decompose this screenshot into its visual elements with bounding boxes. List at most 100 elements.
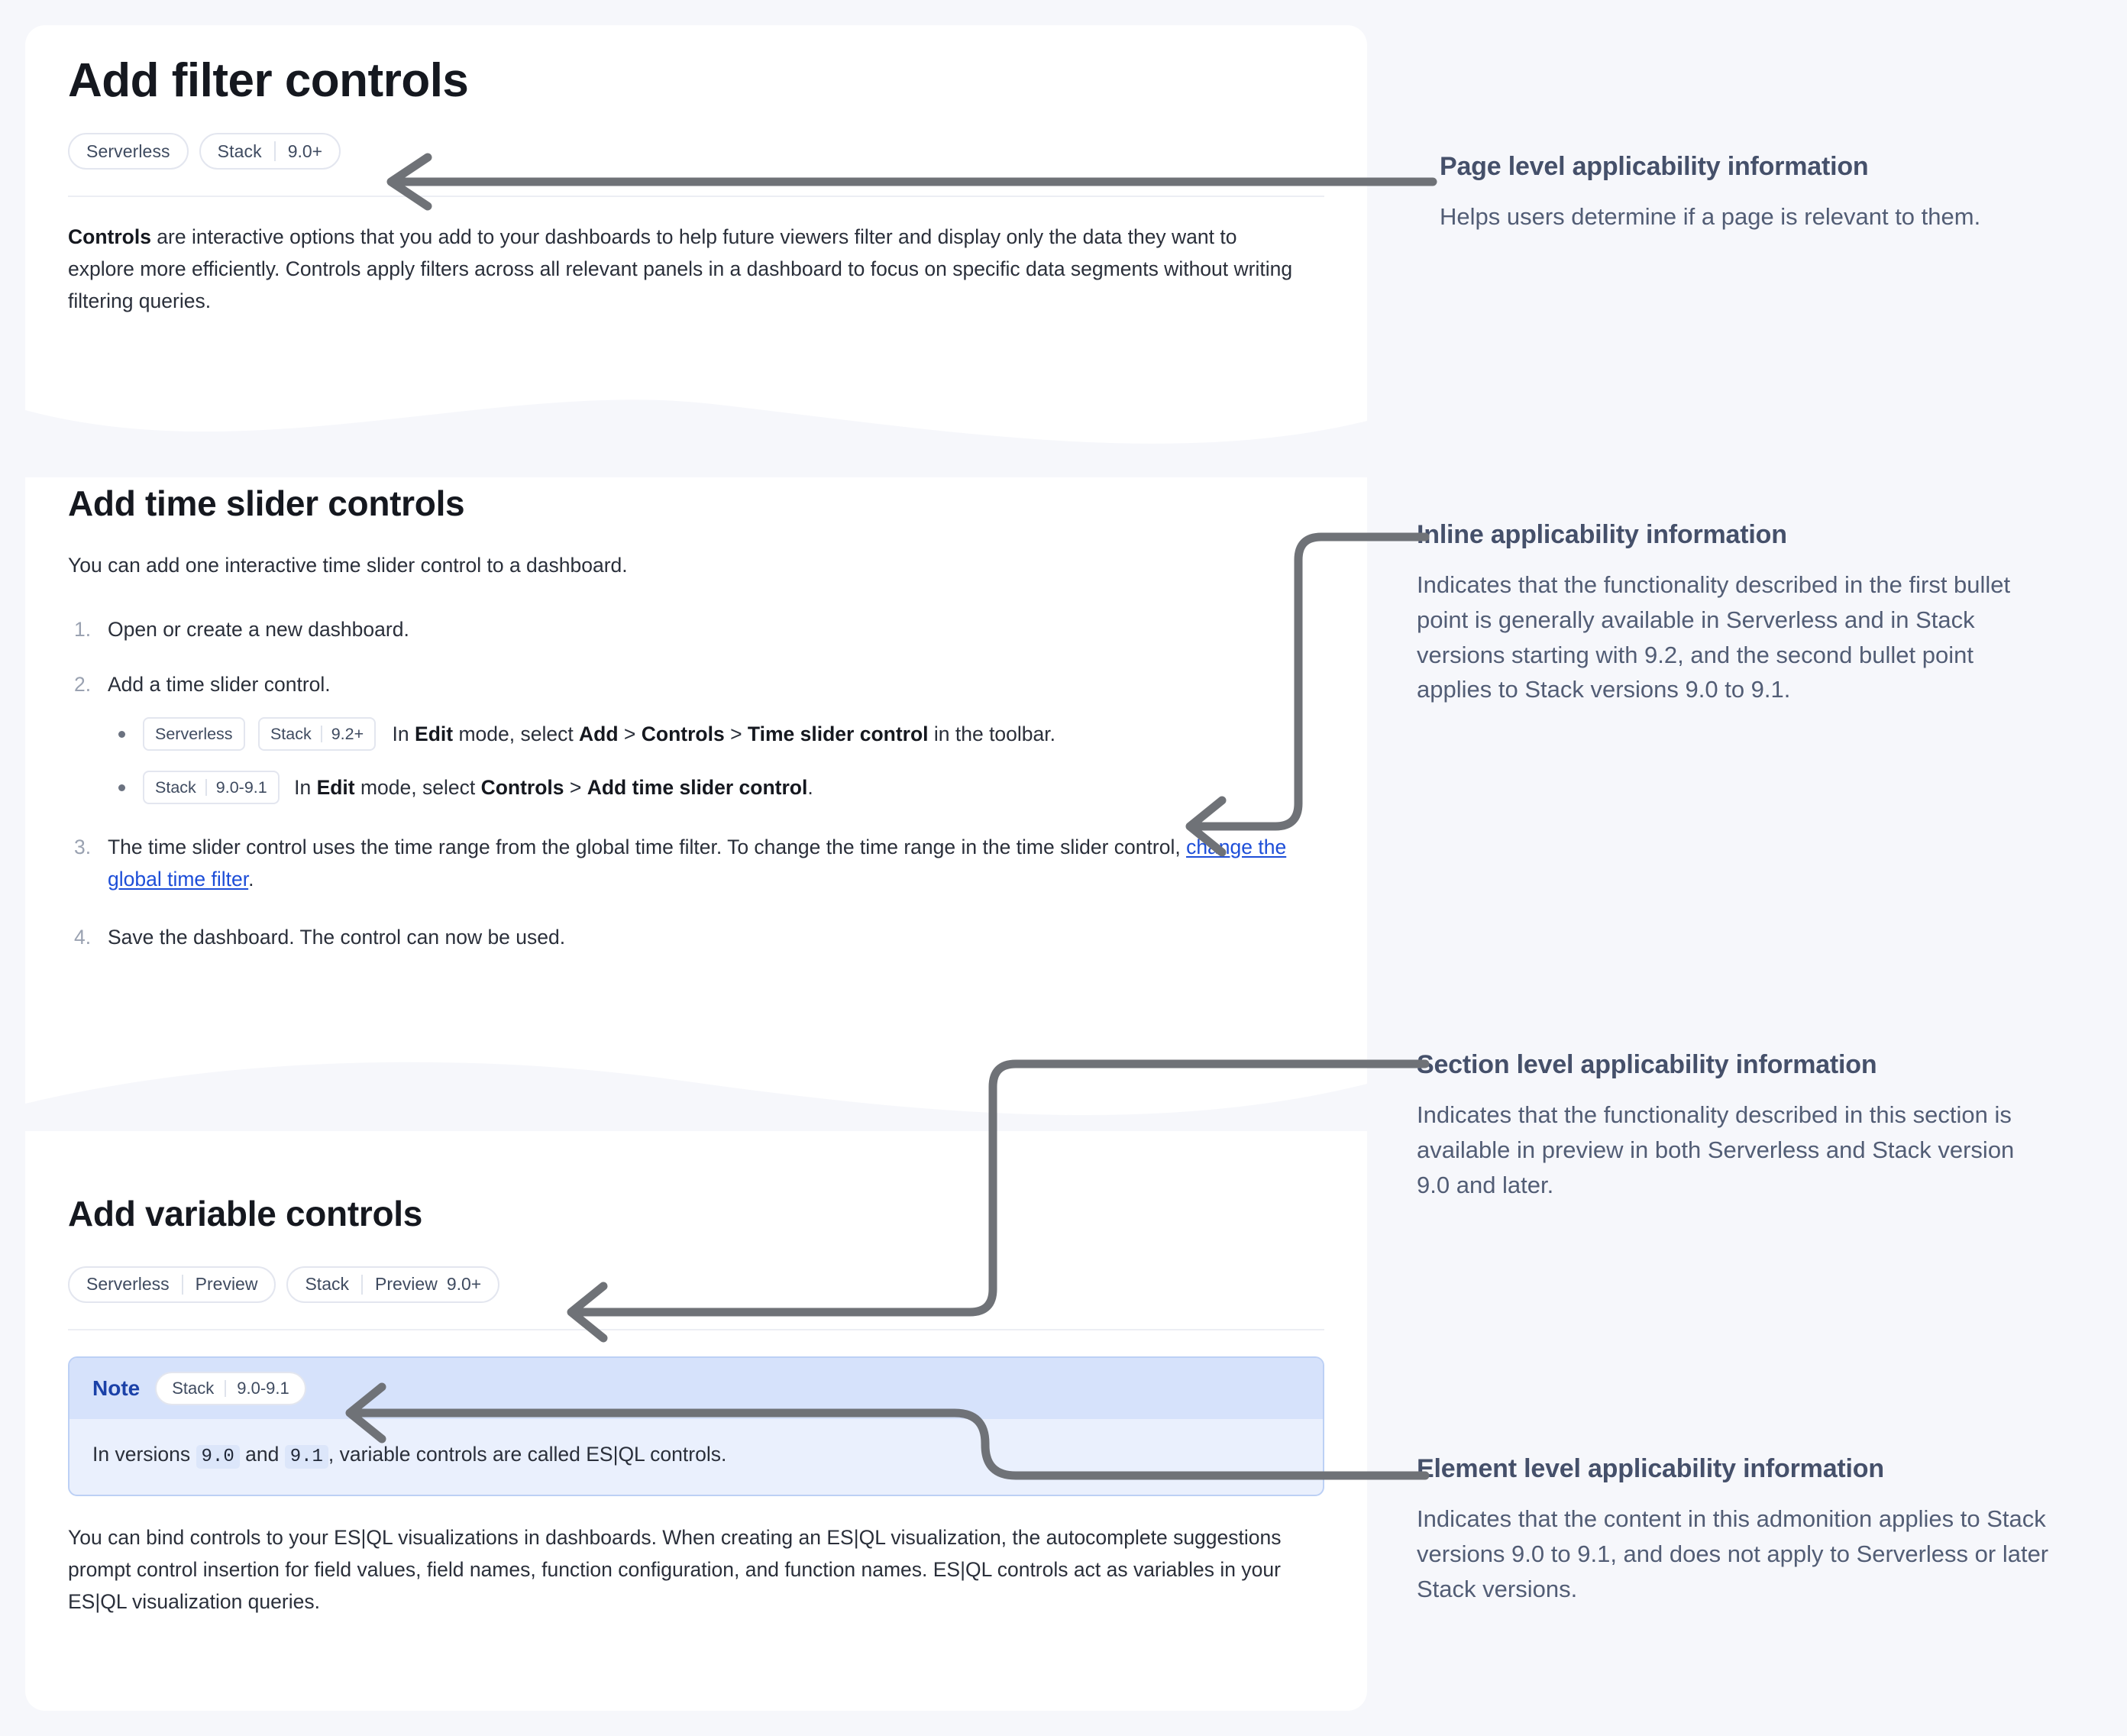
bullet-dot-icon	[118, 731, 125, 739]
annotation-body: Indicates that the content in this admon…	[1417, 1505, 2049, 1602]
time-slider-steps: 1. Open or create a new dashboard. 2. Ad…	[68, 614, 1324, 954]
list-item: Stack 9.0-9.1 In Edit mode, select Contr…	[108, 771, 1324, 806]
inline-badge-serverless[interactable]: Serverless	[143, 717, 245, 752]
inline-code-91: 9.1	[284, 1444, 328, 1469]
badge-name: Serverless	[155, 724, 233, 743]
txt: >	[724, 723, 748, 746]
step-number: 1.	[74, 617, 92, 641]
section-divider	[68, 1328, 1324, 1330]
txt-bold: Controls	[641, 723, 725, 746]
badge-divider	[273, 141, 276, 162]
applicability-badge-serverless[interactable]: Serverless	[68, 133, 189, 170]
bullet-text: In Edit mode, select Controls > Add time…	[294, 776, 813, 799]
txt-bold: Add time slider control	[587, 776, 808, 800]
badge-version: 9.0-9.1	[215, 777, 267, 797]
annotation-heading: Element level applicability information	[1417, 1454, 1884, 1483]
intro-lead-term: Controls	[68, 225, 151, 249]
step-text: Add a time slider control.	[108, 672, 331, 696]
note-applicability-badge[interactable]: Stack 9.0-9.1	[155, 1371, 306, 1405]
badge-name: Serverless	[86, 1274, 170, 1295]
annotation-heading: Page level applicability information	[1440, 152, 1869, 181]
step-text-before-link: The time slider control uses the time ra…	[108, 836, 1187, 859]
badge-divider	[225, 1379, 227, 1397]
annotation-body: Indicates that the functionality describ…	[1417, 1101, 2015, 1198]
badge-name: Stack	[172, 1378, 215, 1398]
badge-lifecycle: Preview	[375, 1274, 438, 1295]
txt-bold: Time slider control	[747, 723, 929, 746]
wave-divider-2	[25, 1041, 1367, 1131]
badge-name: Serverless	[86, 141, 170, 161]
annotation-inline: Inline applicability information Indicat…	[1417, 519, 2051, 707]
txt: >	[564, 776, 587, 800]
applicability-badge-serverless-preview[interactable]: Serverless Preview	[68, 1266, 276, 1303]
note-body: In versions 9.0 and 9.1, variable contro…	[69, 1419, 1323, 1495]
page-title: Add filter controls	[68, 54, 469, 107]
wave-divider-1	[25, 387, 1367, 477]
badge-divider	[181, 1274, 183, 1295]
page-applicability-badges: Serverless Stack 9.0+	[68, 133, 1324, 170]
annotation-body: Helps users determine if a page is relev…	[1440, 202, 1981, 230]
badge-lifecycle: Preview	[195, 1274, 258, 1295]
annotation-heading: Section level applicability information	[1417, 1050, 1877, 1079]
badge-name: Stack	[270, 724, 312, 743]
step-number: 3.	[74, 836, 92, 859]
step-text: Open or create a new dashboard.	[108, 617, 409, 641]
step-text-after-link: .	[248, 868, 254, 891]
annotation-heading: Inline applicability information	[1417, 520, 1787, 549]
inline-badge-stack[interactable]: Stack 9.2+	[257, 717, 377, 752]
step-item: 2. Add a time slider control. Serverless…	[68, 669, 1324, 807]
page-intro-paragraph: Controls are interactive options that yo…	[68, 221, 1305, 318]
variable-controls-section: Add variable controls Serverless Preview…	[25, 1194, 1367, 1618]
txt-bold: Edit	[415, 723, 454, 746]
step-number: 2.	[74, 672, 92, 696]
applicability-badge-stack[interactable]: Stack 9.0+	[199, 133, 341, 170]
step-number: 4.	[74, 926, 92, 949]
badge-name: Stack	[155, 777, 196, 797]
inline-code-90: 9.0	[196, 1444, 240, 1469]
badge-name: Stack	[217, 141, 262, 161]
list-item: Serverless Stack 9.2+ In Edit mode, sele…	[108, 717, 1324, 752]
txt: , variable controls are called ES|QL con…	[328, 1442, 727, 1466]
badge-version: 9.2+	[331, 724, 364, 743]
txt: In versions	[92, 1442, 196, 1466]
step-text: The time slider control uses the time ra…	[108, 836, 1286, 891]
txt: >	[618, 723, 642, 746]
bullet-dot-icon	[118, 784, 125, 792]
txt-bold: Add	[579, 723, 619, 746]
variable-controls-paragraph: You can bind controls to your ES|QL visu…	[68, 1525, 1282, 1613]
badge-divider	[320, 726, 322, 743]
annotation-section-level: Section level applicability information …	[1417, 1049, 2051, 1202]
txt-bold: Edit	[316, 776, 355, 800]
badge-version: 9.0+	[446, 1274, 482, 1295]
time-slider-section: Add time slider controls You can add one…	[25, 483, 1367, 977]
annotation-element-level: Element level applicability information …	[1417, 1453, 2051, 1606]
step-item: 3. The time slider control uses the time…	[68, 832, 1320, 896]
documentation-card: Add filter controls Serverless Stack 9.0…	[25, 25, 1367, 1711]
txt: and	[239, 1442, 285, 1466]
section-title-variable-controls: Add variable controls	[68, 1194, 423, 1233]
time-slider-sub-bullets: Serverless Stack 9.2+ In Edit mode, sele…	[108, 717, 1324, 806]
txt: mode, select	[354, 776, 481, 800]
note-admonition: Note Stack 9.0-9.1 In versions 9.0 and 9…	[68, 1356, 1324, 1496]
txt: mode, select	[453, 723, 580, 746]
txt: In	[392, 723, 415, 746]
applicability-badge-stack-preview[interactable]: Stack Preview 9.0+	[286, 1266, 500, 1303]
badge-divider	[205, 779, 207, 797]
badge-version: 9.0-9.1	[237, 1378, 289, 1398]
txt: In	[294, 776, 317, 800]
step-item: 4. Save the dashboard. The control can n…	[68, 922, 1324, 954]
intro-rest: are interactive options that you add to …	[68, 225, 1293, 313]
page-header-section: Add filter controls Serverless Stack 9.0…	[25, 25, 1367, 318]
inline-badge-stack[interactable]: Stack 9.0-9.1	[143, 771, 280, 805]
step-text: Save the dashboard. The control can now …	[108, 926, 566, 949]
global-time-filter-link[interactable]: change the global time filter	[108, 836, 1287, 891]
badge-divider	[361, 1274, 363, 1295]
txt: .	[807, 776, 813, 800]
txt-bold: Controls	[480, 776, 564, 800]
note-text: In versions 9.0 and 9.1, variable contro…	[92, 1439, 1300, 1472]
section-applicability-badges: Serverless Preview Stack Preview 9.0+	[68, 1266, 1324, 1303]
section-title-time-slider: Add time slider controls	[68, 483, 465, 523]
annotation-page-level: Page level applicability information Hel…	[1440, 151, 2074, 234]
txt: in the toolbar.	[928, 723, 1055, 746]
